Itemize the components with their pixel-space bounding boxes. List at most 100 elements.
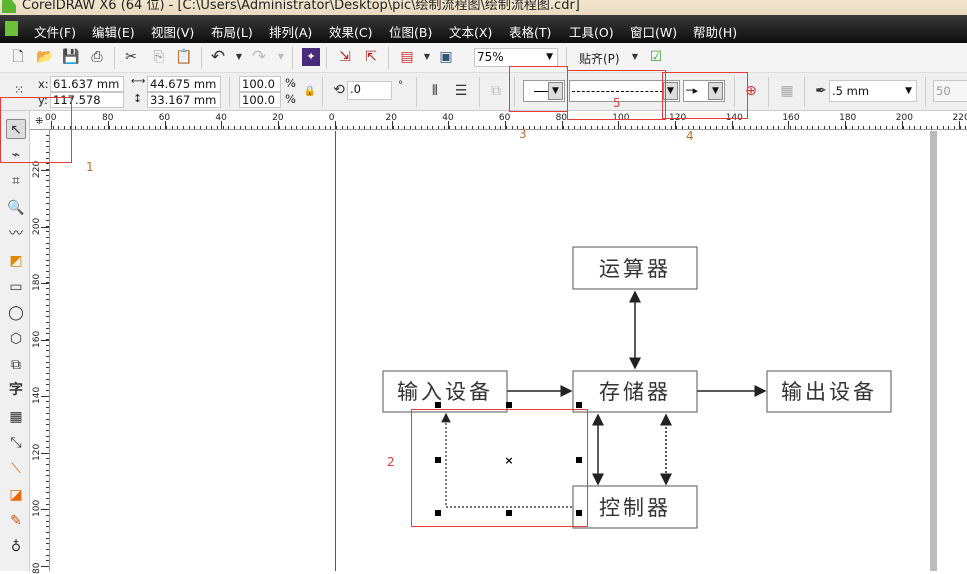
redo-dropdown-icon[interactable]: ▼ [272,48,290,66]
menu-text[interactable]: 文本(X) [449,22,492,41]
wrap-text-icon[interactable]: ▦ [778,82,796,100]
ruler-tick [398,126,399,129]
menu-tools[interactable]: 工具(O) [569,22,614,41]
h-ruler-label: 220 [953,113,967,123]
ruler-tick [353,126,354,129]
menu-effects[interactable]: 效果(C) [329,22,372,41]
ruler-tick [217,126,218,129]
eyedropper-tool-icon[interactable]: ✎ [6,511,26,531]
ruler-tick [824,126,825,129]
menu-window[interactable]: 窗口(W) [630,22,677,41]
scale-y-input[interactable]: 100.0 [239,92,281,108]
interactive-fill-tool-icon[interactable]: ◪ [6,485,26,505]
ruler-tick [387,126,388,129]
menu-help[interactable]: 帮助(H) [693,22,737,41]
ruler-tick [733,126,734,129]
ruler-tick [370,126,371,129]
annotation-box-5 [567,70,666,120]
menu-bar: 文件(F) 编辑(E) 视图(V) 布局(L) 排列(A) 效果(C) 位图(B… [0,15,967,43]
menu-layout[interactable]: 布局(L) [211,22,253,41]
welcome-screen-icon[interactable]: ▣ [437,48,455,66]
x-position-input[interactable]: 61.637 mm [50,76,124,92]
cut-icon[interactable]: ✂ [122,48,140,66]
break-apart-icon[interactable]: ⧉ [487,82,505,100]
rectangle-tool-icon[interactable]: ▭ [6,277,26,297]
smoothing-input[interactable]: 50 [933,80,967,102]
zoom-tool-icon[interactable]: 🔍 [6,198,26,218]
publish-pdf-icon[interactable]: ▤ [398,48,416,66]
menu-view[interactable]: 视图(V) [151,22,194,41]
outline-width-select[interactable]: .5 mm▼ [829,80,917,102]
export-icon[interactable]: ⇱ [362,48,380,66]
import-icon[interactable]: ⇲ [336,48,354,66]
crop-tool-icon[interactable]: ⌗ [6,171,26,191]
save-icon[interactable]: 💾 [62,48,80,66]
table-tool-icon[interactable]: ▦ [6,407,26,427]
rotation-angle-input[interactable]: .0 [347,81,392,100]
ruler-tick [495,126,496,129]
undo-icon[interactable]: ↶ [209,48,227,66]
basic-shapes-tool-icon[interactable]: ⧉ [6,355,26,375]
ruler-tick [81,126,82,129]
ruler-tick [846,126,847,129]
ruler-tick [778,126,779,129]
ruler-tick [909,126,910,129]
options-checklist-icon[interactable]: ☑ [647,48,665,66]
dimension-tool-icon[interactable]: ⤡ [6,433,26,453]
open-icon[interactable]: 📂 [36,48,54,66]
lock-ratio-icon[interactable]: 🔒 [301,83,319,101]
ruler-tick [228,126,229,129]
connector-tool-icon[interactable]: ⟍ [6,459,26,479]
ruler-tick [960,126,961,129]
application-launcher-dropdown-icon[interactable]: ▼ [418,48,436,66]
object-width-input[interactable]: 44.675 mm [147,76,221,92]
text-tool-icon[interactable]: 字 [6,380,26,400]
ruler-tick [121,126,122,129]
ruler-tick [897,126,898,129]
window-title: CorelDRAW X6 (64 位) - [C:\Users\Administ… [22,0,580,13]
freehand-tool-icon[interactable]: 〰 [6,224,26,244]
redo-icon[interactable]: ↷ [250,48,268,66]
percent-label: % [285,92,296,106]
ruler-tick [177,126,178,129]
ruler-tick [676,126,677,129]
ruler-tick [109,126,110,129]
ruler-tick [744,126,745,129]
copy-icon[interactable]: ⎘ [150,48,168,66]
mirror-vertical-icon[interactable]: ☰ [452,82,470,100]
snap-to-menu[interactable]: 贴齐(P) [579,50,620,67]
ruler-tick [506,126,507,129]
ruler-tick [926,126,927,129]
ruler-tick [858,126,859,129]
print-icon[interactable]: ⎙ [88,48,106,66]
smart-fill-tool-icon[interactable]: ◩ [6,251,26,271]
scale-x-input[interactable]: 100.0 [239,76,281,92]
paste-icon[interactable]: 📋 [175,48,193,66]
v-ruler-label: 80 [32,562,42,573]
mirror-horizontal-icon[interactable]: ⫴ [426,82,444,100]
ruler-tick [965,126,966,129]
menu-bitmaps[interactable]: 位图(B) [389,22,432,41]
ruler-tick [472,126,473,129]
menu-arrange[interactable]: 排列(A) [269,22,312,41]
menu-file[interactable]: 文件(F) [34,22,76,41]
menu-table[interactable]: 表格(T) [509,22,551,41]
snap-dropdown-icon[interactable]: ▼ [626,48,644,66]
menu-edit[interactable]: 编辑(E) [92,22,135,41]
new-document-icon[interactable]: 🗋 [9,48,27,66]
ruler-tick [795,126,796,129]
outline-tool-icon[interactable]: ♁ [6,537,26,557]
undo-dropdown-icon[interactable]: ▼ [230,48,248,66]
search-content-icon[interactable]: ✦ [302,48,320,66]
ruler-tick [705,126,706,129]
ellipse-tool-icon[interactable]: ◯ [6,303,26,323]
polygon-tool-icon[interactable]: ⬡ [6,329,26,349]
ruler-tick [903,126,904,129]
ruler-tick [489,126,490,129]
zoom-level-select[interactable]: 75%▼ [474,48,558,67]
property-bar: ⁙ x: 61.637 mm y: 117.578 mm ⟷ 44.675 mm… [0,73,967,111]
annotation-label-4: 4 [686,129,694,143]
object-height-input[interactable]: 33.167 mm [147,92,221,108]
